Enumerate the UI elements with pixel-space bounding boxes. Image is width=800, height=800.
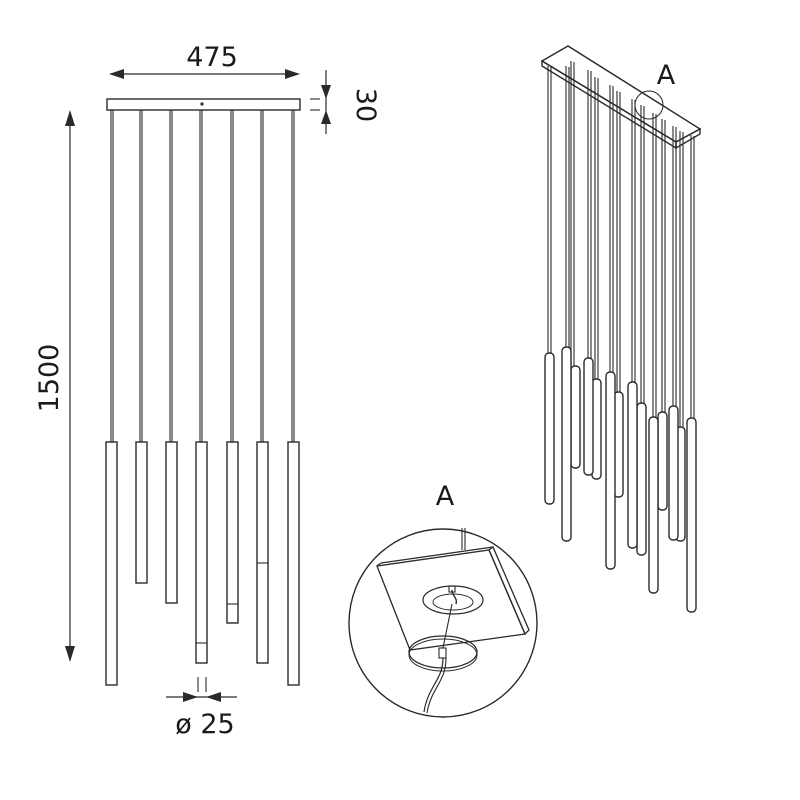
pendant-tube-1 (105, 441, 118, 686)
width-dimension: 475 (109, 42, 300, 79)
front-cables (110, 110, 295, 442)
width-label: 475 (186, 42, 238, 73)
detail-lower-cable (423, 657, 444, 713)
detail-cable-hook (451, 589, 458, 605)
diameter-label: ø 25 (175, 709, 234, 740)
front-view: 475 30 1500 ø 25 (34, 42, 381, 740)
pendant-tube-3 (165, 441, 178, 604)
pendant-tube-4 (195, 441, 208, 664)
total-height-dimension: 1500 (34, 110, 75, 662)
detail-suspension-disk (408, 635, 478, 669)
detail-title: A (436, 481, 455, 512)
pendant-tube-6 (256, 441, 269, 664)
detail-marker-circle (634, 90, 664, 120)
front-tubes (105, 441, 300, 686)
detail-marker-label: A (657, 60, 676, 91)
canopy-center-mark (200, 102, 204, 106)
total-height-label: 1500 (34, 344, 65, 413)
canopy-height-dimension: 30 (310, 70, 381, 134)
pendant-tube-7 (287, 441, 300, 686)
pendant-tube-2 (135, 441, 148, 584)
detail-canopy-plate-edge (488, 545, 530, 636)
pendant-tube-5 (226, 441, 239, 624)
detail-circle-frame (348, 528, 538, 718)
isometric-view: A (540, 45, 702, 613)
detail-canopy-plate-top (376, 549, 526, 651)
front-canopy (106, 98, 301, 111)
canopy-height-label: 30 (350, 88, 381, 122)
iso-pendants (544, 61, 697, 613)
detail-view-a: A (348, 481, 538, 718)
diameter-dimension: ø 25 (166, 677, 237, 740)
